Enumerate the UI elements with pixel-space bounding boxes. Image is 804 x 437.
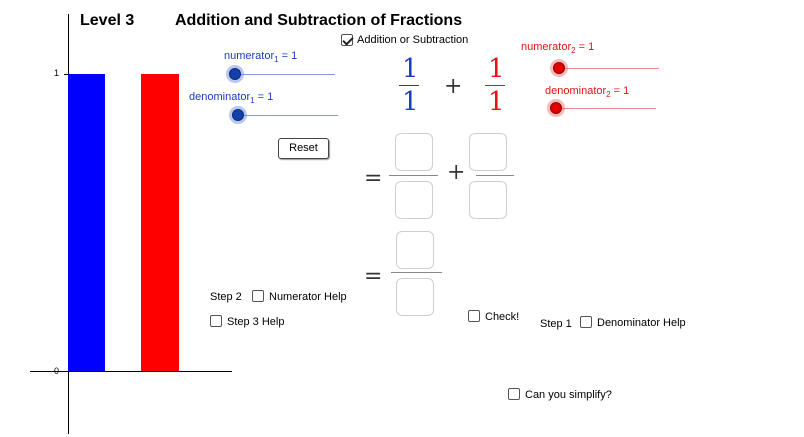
y-tick-one bbox=[64, 74, 69, 75]
denominator1-label-text: denominator bbox=[189, 91, 251, 103]
reset-button[interactable]: Reset bbox=[278, 138, 329, 159]
answer2-numerator-input[interactable] bbox=[469, 133, 507, 171]
numerator2-label-text: numerator bbox=[521, 41, 572, 53]
operator-sign: + bbox=[444, 74, 463, 99]
step2-prefix: Step 2 bbox=[210, 291, 242, 303]
step3-help-checkbox[interactable] bbox=[210, 315, 222, 327]
page-title: Addition and Subtraction of Fractions bbox=[175, 12, 463, 29]
simplify-label: Can you simplify? bbox=[525, 389, 612, 401]
result-fraction-bar bbox=[391, 272, 442, 273]
denominator2-label-value: = 1 bbox=[610, 85, 630, 97]
x-axis bbox=[30, 371, 232, 372]
fraction1-bar bbox=[68, 74, 105, 371]
simplify-checkbox[interactable] bbox=[508, 388, 520, 400]
answer2-denominator-input[interactable] bbox=[469, 181, 507, 219]
denominator1-slider-track[interactable] bbox=[238, 115, 338, 116]
numerator-help-checkbox[interactable] bbox=[252, 290, 264, 302]
denominator2-label-text: denominator bbox=[545, 85, 607, 97]
numerator2-slider-label: numerator2 = 1 bbox=[521, 41, 594, 55]
fraction1-numerator: 1 bbox=[402, 54, 419, 84]
numerator2-slider-handle[interactable] bbox=[553, 62, 565, 74]
denominator2-label-sub: 2 bbox=[606, 90, 611, 100]
equals-sign-1: = bbox=[364, 166, 383, 191]
fraction2-numerator: 1 bbox=[488, 54, 505, 84]
y-tick-label-zero: 0 bbox=[54, 366, 60, 376]
answer2-fraction-bar bbox=[476, 175, 514, 176]
addition-subtraction-checkbox[interactable] bbox=[341, 34, 353, 46]
denominator2-slider-track[interactable] bbox=[556, 108, 656, 109]
denominator1-label-value: = 1 bbox=[254, 91, 274, 103]
check-checkbox[interactable] bbox=[468, 310, 480, 322]
numerator-help-label: Numerator Help bbox=[269, 291, 347, 303]
numerator2-slider-track[interactable] bbox=[559, 68, 659, 69]
fraction2-bar-line bbox=[485, 85, 505, 86]
addition-subtraction-label: Addition or Subtraction bbox=[357, 34, 469, 46]
numerator2-label-value: = 1 bbox=[575, 41, 595, 53]
numerator1-label-sub: 1 bbox=[274, 55, 279, 65]
fraction1-denominator: 1 bbox=[402, 87, 419, 117]
result-denominator-input[interactable] bbox=[396, 278, 434, 316]
check-label: Check! bbox=[485, 311, 520, 323]
numerator1-slider-track[interactable] bbox=[235, 74, 335, 75]
answer1-fraction-bar bbox=[389, 175, 438, 176]
numerator1-label-value: = 1 bbox=[278, 50, 298, 62]
denominator2-slider-label: denominator2 = 1 bbox=[545, 85, 629, 99]
plus-sign: + bbox=[447, 160, 466, 185]
denominator-help-checkbox[interactable] bbox=[580, 316, 592, 328]
step1-prefix: Step 1 bbox=[540, 318, 572, 330]
equals-sign-2: = bbox=[364, 264, 383, 289]
numerator2-label-sub: 2 bbox=[571, 46, 576, 56]
denominator1-label-sub: 1 bbox=[250, 96, 255, 106]
answer1-numerator-input[interactable] bbox=[395, 133, 433, 171]
numerator1-label-text: numerator bbox=[224, 50, 275, 62]
denominator2-slider-handle[interactable] bbox=[550, 102, 562, 114]
result-numerator-input[interactable] bbox=[396, 231, 434, 269]
denominator1-slider-label: denominator1 = 1 bbox=[189, 91, 273, 105]
fraction1-bar-line bbox=[399, 85, 419, 86]
numerator1-slider-label: numerator1 = 1 bbox=[224, 50, 297, 64]
y-tick-label-one: 1 bbox=[54, 68, 60, 78]
numerator1-slider-handle[interactable] bbox=[229, 68, 241, 80]
fraction2-denominator: 1 bbox=[488, 87, 505, 117]
fraction2-bar bbox=[141, 74, 179, 371]
level-label: Level 3 bbox=[80, 12, 135, 29]
answer1-denominator-input[interactable] bbox=[395, 181, 433, 219]
denominator-help-label: Denominator Help bbox=[597, 317, 686, 329]
denominator1-slider-handle[interactable] bbox=[232, 109, 244, 121]
step3-help-label: Step 3 Help bbox=[227, 316, 285, 328]
